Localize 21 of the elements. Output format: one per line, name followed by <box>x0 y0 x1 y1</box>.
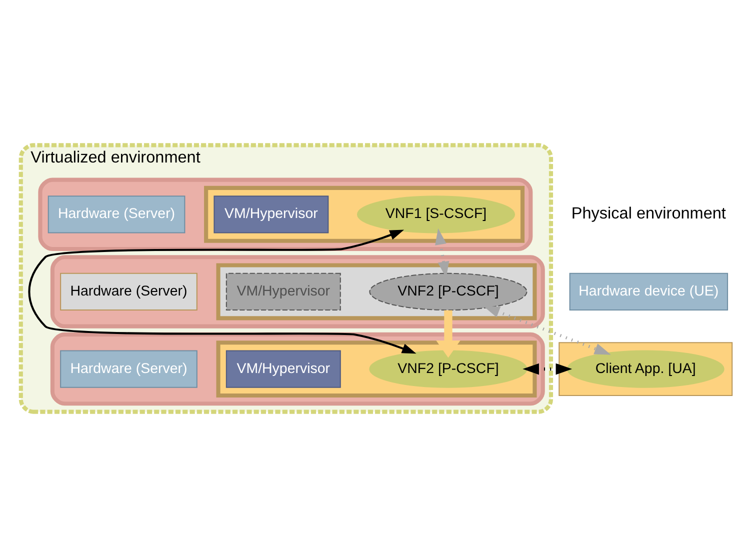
node-box: Hardware (Server) <box>60 350 198 388</box>
node-box: VM/Hypervisor <box>214 196 329 234</box>
label: Physical environment <box>571 204 726 222</box>
node-ellipse: VNF1 [S-CSCF] <box>356 196 516 234</box>
cluster <box>50 332 545 406</box>
node-ellipse: VNF2 [P-CSCF] <box>369 272 528 311</box>
arrow <box>28 230 416 354</box>
cluster <box>38 178 533 252</box>
arrow <box>522 363 572 375</box>
node-box: VM/Hypervisor <box>226 272 341 311</box>
cluster <box>50 255 545 328</box>
node-ellipse: VNF2 [P-CSCF] <box>369 350 528 388</box>
cluster <box>204 186 525 243</box>
node-box: Hardware (Server) <box>60 272 198 311</box>
cluster <box>216 263 537 320</box>
node-box: VM/Hypervisor <box>226 350 341 388</box>
node-box: Hardware (Server) <box>48 196 186 234</box>
arrow <box>436 310 460 358</box>
node-ellipse: Client App. [UA] <box>566 350 724 388</box>
arrow <box>483 306 611 355</box>
node-box: Hardware device (UE) <box>569 272 728 311</box>
